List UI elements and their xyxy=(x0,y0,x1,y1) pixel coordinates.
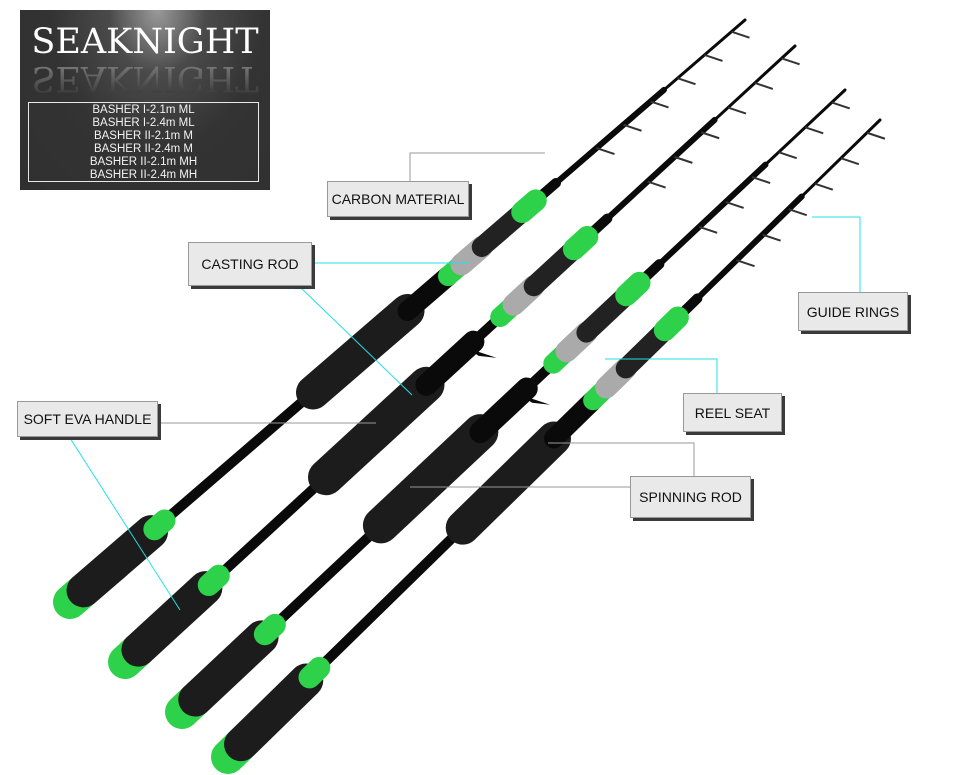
leader-reel-seat xyxy=(605,358,718,393)
guide-ring xyxy=(704,53,723,62)
leader-carbon-material xyxy=(409,152,545,181)
model-item: BASHER II-2.1m M xyxy=(93,130,194,142)
grip-ring xyxy=(197,564,230,596)
callout-reel-seat: REEL SEAT xyxy=(683,393,782,432)
guide-ring xyxy=(866,131,886,140)
rear-grip xyxy=(178,620,279,717)
guide-ring xyxy=(674,155,693,164)
guide-ring xyxy=(677,77,696,86)
guide-ring xyxy=(751,176,771,185)
trigger xyxy=(520,394,551,405)
brand-logo-panel: SEAKNIGHT SEAKNIGHT BASHER I-2.1m ML BAS… xyxy=(20,10,270,190)
grip-ring xyxy=(253,613,286,646)
brand-logo-reflection: SEAKNIGHT xyxy=(20,58,270,98)
callout-guide-rings: GUIDE RINGS xyxy=(798,292,908,331)
guide-ring xyxy=(840,157,860,166)
guide-ring xyxy=(731,30,750,39)
fore-grip xyxy=(308,366,445,496)
brand-logo: SEAKNIGHT xyxy=(31,22,259,62)
guide-ring xyxy=(814,182,834,191)
callout-carbon-material: CARBON MATERIAL xyxy=(327,181,469,217)
model-item: BASHER I-2.4m ML xyxy=(92,117,195,129)
guide-ring xyxy=(781,57,800,66)
model-item: BASHER II-2.4m MH xyxy=(89,169,198,181)
hood-ring xyxy=(511,189,547,224)
callout-soft-eva-handle: SOFT EVA HANDLE xyxy=(17,401,158,437)
guide-ring xyxy=(788,208,808,217)
guide-ring xyxy=(736,259,755,268)
guide-ring xyxy=(623,123,642,132)
model-item: BASHER II-2.1m MH xyxy=(89,156,198,168)
leader-casting-rod-2 xyxy=(299,286,413,396)
guide-ring xyxy=(650,100,669,109)
grip-ring xyxy=(143,509,176,541)
rod-section xyxy=(656,161,769,268)
guide-ring xyxy=(778,151,798,160)
hood-ring xyxy=(615,271,651,307)
rod-section xyxy=(604,116,718,222)
reel-seat xyxy=(415,330,485,396)
reel-seat xyxy=(469,377,538,444)
guide-ring xyxy=(727,106,747,115)
guide-ring xyxy=(700,131,720,140)
rear-grip xyxy=(121,571,223,667)
model-list: BASHER I-2.1m ML BASHER I-2.4m ML BASHER… xyxy=(28,102,259,182)
fore-grip xyxy=(296,294,425,410)
grip-ring xyxy=(298,656,331,689)
rear-grip xyxy=(66,515,168,608)
guide-ring xyxy=(698,225,718,234)
guide-ring xyxy=(647,180,666,189)
rod-section xyxy=(694,193,805,302)
rod-section xyxy=(553,86,667,186)
guide-ring xyxy=(762,233,781,242)
callout-spinning-rod: SPINNING ROD xyxy=(630,476,751,518)
hood-ring xyxy=(653,306,689,342)
hood-ring xyxy=(562,225,599,261)
leader-spinning-rod xyxy=(548,442,695,476)
fore-grip xyxy=(362,414,499,544)
guide-ring xyxy=(831,101,851,110)
model-item: BASHER II-2.4m M xyxy=(93,143,194,155)
trigger xyxy=(466,347,497,358)
leader-guide-rings xyxy=(812,216,861,292)
leader-soft-eva-handle-2 xyxy=(69,437,181,611)
guide-ring xyxy=(725,201,744,209)
callout-casting-rod: CASTING ROD xyxy=(188,242,312,286)
guide-ring xyxy=(804,126,824,135)
model-item: BASHER I-2.1m ML xyxy=(92,104,195,116)
guide-ring xyxy=(596,147,615,155)
rear-grip xyxy=(224,663,324,762)
guide-ring xyxy=(754,82,774,90)
fore-grip xyxy=(445,421,571,545)
